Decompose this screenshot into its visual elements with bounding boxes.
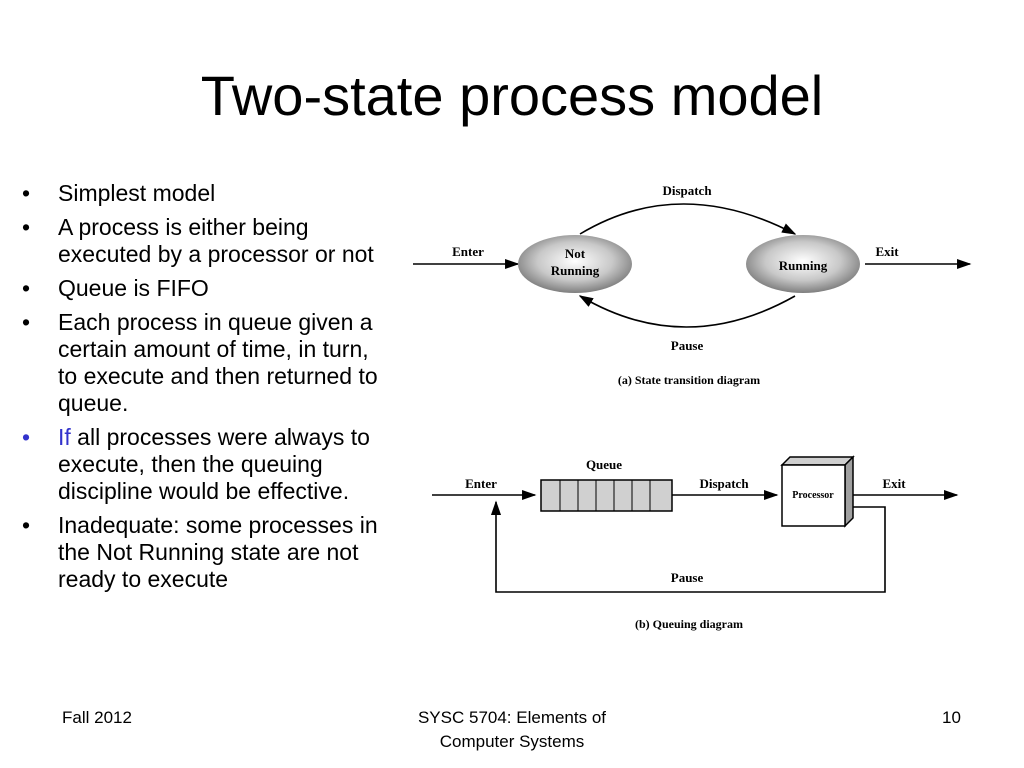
bullet-item: • Queue is FIFO <box>20 275 385 302</box>
processor-box <box>780 455 855 528</box>
exit-label: Exit <box>882 476 906 491</box>
not-running-label-line2: Running <box>551 263 600 278</box>
bullet-dot: • <box>22 275 31 301</box>
pause-arrow <box>578 295 796 328</box>
dispatch-label: Dispatch <box>662 183 712 198</box>
bullet-text: Simplest model <box>58 180 216 206</box>
footer-course-line1: SYSC 5704: Elements of <box>417 708 607 727</box>
bullet-text: Inadequate: some processes in the Not Ru… <box>58 512 378 592</box>
slide-number: 10 <box>942 708 961 727</box>
state-transition-diagram: Not Running Running Dispatch Pause Enter… <box>413 183 972 387</box>
pause-label: Pause <box>671 338 704 353</box>
pause-label: Pause <box>671 570 704 585</box>
bullet-dot: • <box>22 424 31 450</box>
running-state <box>746 235 860 293</box>
bullet-item: • Inadequate: some processes in the Not R… <box>20 512 385 593</box>
exit-label: Exit <box>875 244 899 259</box>
bullet-lead-word: If <box>58 424 71 450</box>
footer-course-line2: Computer Systems <box>439 732 585 751</box>
slide-title: Two-state process model <box>200 64 824 127</box>
bullet-item: • Each process in queue given a certain a… <box>20 309 385 417</box>
footer-course: SYSC 5704: Elements of Computer Systems <box>380 706 644 754</box>
bullet-item: • If all processes were always to execute… <box>20 424 385 505</box>
caption-a: (a) State transition diagram <box>618 373 760 387</box>
bullet-text: Queue is FIFO <box>58 275 209 301</box>
bullet-text: Each process in queue given a certain am… <box>58 309 378 416</box>
not-running-state <box>518 235 632 293</box>
dispatch-label: Dispatch <box>699 476 749 491</box>
process-diagrams: Not Running Running Dispatch Pause Enter… <box>413 183 972 631</box>
bullet-dot: • <box>22 214 31 240</box>
enter-label: Enter <box>465 476 497 491</box>
bullet-dot: • <box>22 512 31 538</box>
running-label: Running <box>779 258 828 273</box>
caption-b: (b) Queuing diagram <box>635 617 743 631</box>
enter-label: Enter <box>452 244 484 259</box>
processor-label: Processor <box>792 490 834 501</box>
footer-date: Fall 2012 <box>62 708 132 727</box>
bullet-text: all processes were always to execute, th… <box>58 424 370 504</box>
bullet-item: • A process is either being executed by a… <box>20 214 385 268</box>
queue-box <box>540 479 673 512</box>
bullet-item: • Simplest model <box>20 180 385 207</box>
bullet-list: • Simplest model • A process is either bei… <box>20 180 385 600</box>
pause-return-arrow <box>490 500 886 593</box>
queuing-diagram: Processor Queue Enter Dispatch Exit Paus… <box>432 455 959 631</box>
bullet-dot: • <box>22 309 31 335</box>
bullet-text: A process is either being executed by a … <box>58 214 374 267</box>
dispatch-arrow <box>579 203 797 235</box>
not-running-label-line1: Not <box>565 246 586 261</box>
bullet-dot: • <box>22 180 31 206</box>
queue-label: Queue <box>586 457 622 472</box>
